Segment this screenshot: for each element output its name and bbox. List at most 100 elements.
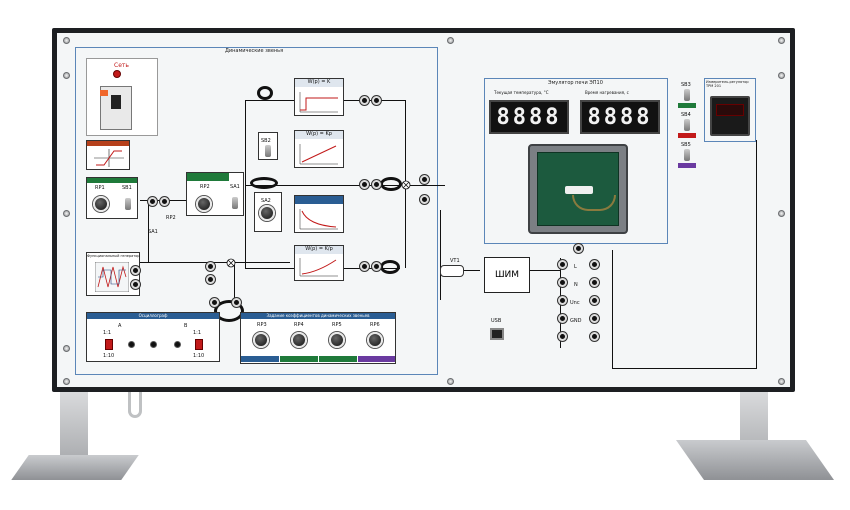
terminal-socket[interactable] [574,244,583,253]
terminal-socket[interactable] [558,278,567,287]
screw-icon [63,37,70,44]
time-display: 8888 [580,100,660,134]
osc-b-switch[interactable] [195,339,203,350]
channel-a-label: A [118,323,122,329]
terminal-socket[interactable] [558,260,567,269]
rp4-knob[interactable] [291,332,307,348]
ratio-1-b: 1:1 [193,330,202,336]
socket[interactable] [232,298,241,307]
patch-cable [257,86,273,100]
breaker-lever[interactable] [111,95,121,109]
terminal-n: N [574,282,578,288]
screw-icon [778,210,785,217]
rp3-label: RP3 [257,322,267,328]
wire [245,100,246,268]
wire [245,185,400,186]
rp6-label: RP6 [370,322,380,328]
rp1-bar [87,178,137,183]
socket[interactable] [420,195,429,204]
coef-strip [241,356,279,362]
terminal-socket[interactable] [590,260,599,269]
sb2-button[interactable] [265,145,271,157]
meter-frame [704,78,756,142]
osc-jack[interactable] [150,341,157,348]
sb1-label: SB1 [122,185,132,191]
socket[interactable] [360,180,369,189]
wire [530,270,560,271]
socket[interactable] [360,96,369,105]
socket[interactable] [206,275,215,284]
oscilloscope-block [86,312,220,362]
left-foot [11,455,139,480]
socket[interactable] [131,280,140,289]
terminal-socket[interactable] [590,314,599,323]
osc-a-switch[interactable] [105,339,113,350]
wire [440,210,441,300]
sb5-strip [678,163,696,168]
screw-icon [778,72,785,79]
tf-k-title: W(p) = K [295,79,343,87]
tf-k-graph-icon [299,92,338,113]
temp-label: Текущая температура, °С [494,90,549,95]
ratio-10-a: 1:10 [103,353,115,359]
socket[interactable] [372,262,381,271]
osc-jack[interactable] [174,341,181,348]
sb1-button[interactable] [125,198,131,210]
time-value: 8888 [587,104,653,130]
rp3-knob[interactable] [253,332,269,348]
socket[interactable] [148,197,157,206]
sb3-button[interactable] [684,89,690,101]
dynamic-links-frame [75,47,438,375]
rp6-knob[interactable] [367,332,383,348]
socket[interactable] [420,175,429,184]
screw-icon [63,345,70,352]
sb4-label: SB4 [681,112,691,118]
wire [234,262,235,302]
network-title: Сеть [114,62,129,69]
heater-element [565,186,593,194]
tf-exp-bar [295,196,343,204]
socket[interactable] [206,262,215,271]
socket[interactable] [210,298,219,307]
vt1-block [440,265,464,277]
socket[interactable] [372,180,381,189]
rp2-side-label: RP2 [166,215,176,221]
usb-port-icon[interactable] [490,328,504,340]
patch-cable [380,260,400,274]
socket[interactable] [160,197,169,206]
tf-kp-graph-icon [299,144,338,165]
emulator-title: Эмулятор печи ЭП10 [548,80,603,86]
wire [612,250,613,368]
socket[interactable] [360,262,369,271]
socket[interactable] [372,96,381,105]
sb4-button[interactable] [684,119,690,131]
terminal-socket[interactable] [558,314,567,323]
sa1-toggle[interactable] [232,197,238,209]
dynamic-links-title: Динамические звенья [225,48,284,54]
sb5-button[interactable] [684,149,690,161]
rp5-knob[interactable] [329,332,345,348]
tf-ki-title: W(p) = K/p [295,246,343,254]
screw-icon [63,378,70,385]
socket[interactable] [131,266,140,275]
wire [612,368,757,369]
rp1-block [86,177,138,219]
trm201-controller[interactable] [710,96,750,136]
terminal-socket[interactable] [590,296,599,305]
wire [405,185,445,186]
nonlinear-graph-icon [94,149,124,167]
terminal-unc: Unc [570,300,580,306]
rp2-knob[interactable] [196,196,212,212]
left-leg [60,392,88,462]
terminal-socket[interactable] [558,332,567,341]
wire [148,200,149,262]
sa2-selector[interactable] [259,205,275,221]
terminal-socket[interactable] [590,332,599,341]
rp1-knob[interactable] [93,196,109,212]
emulator-frame [484,78,668,244]
terminal-gnd: GND [570,318,582,324]
sb3-label: SB3 [681,82,691,88]
terminal-socket[interactable] [558,296,567,305]
terminal-socket[interactable] [590,278,599,287]
osc-jack[interactable] [128,341,135,348]
